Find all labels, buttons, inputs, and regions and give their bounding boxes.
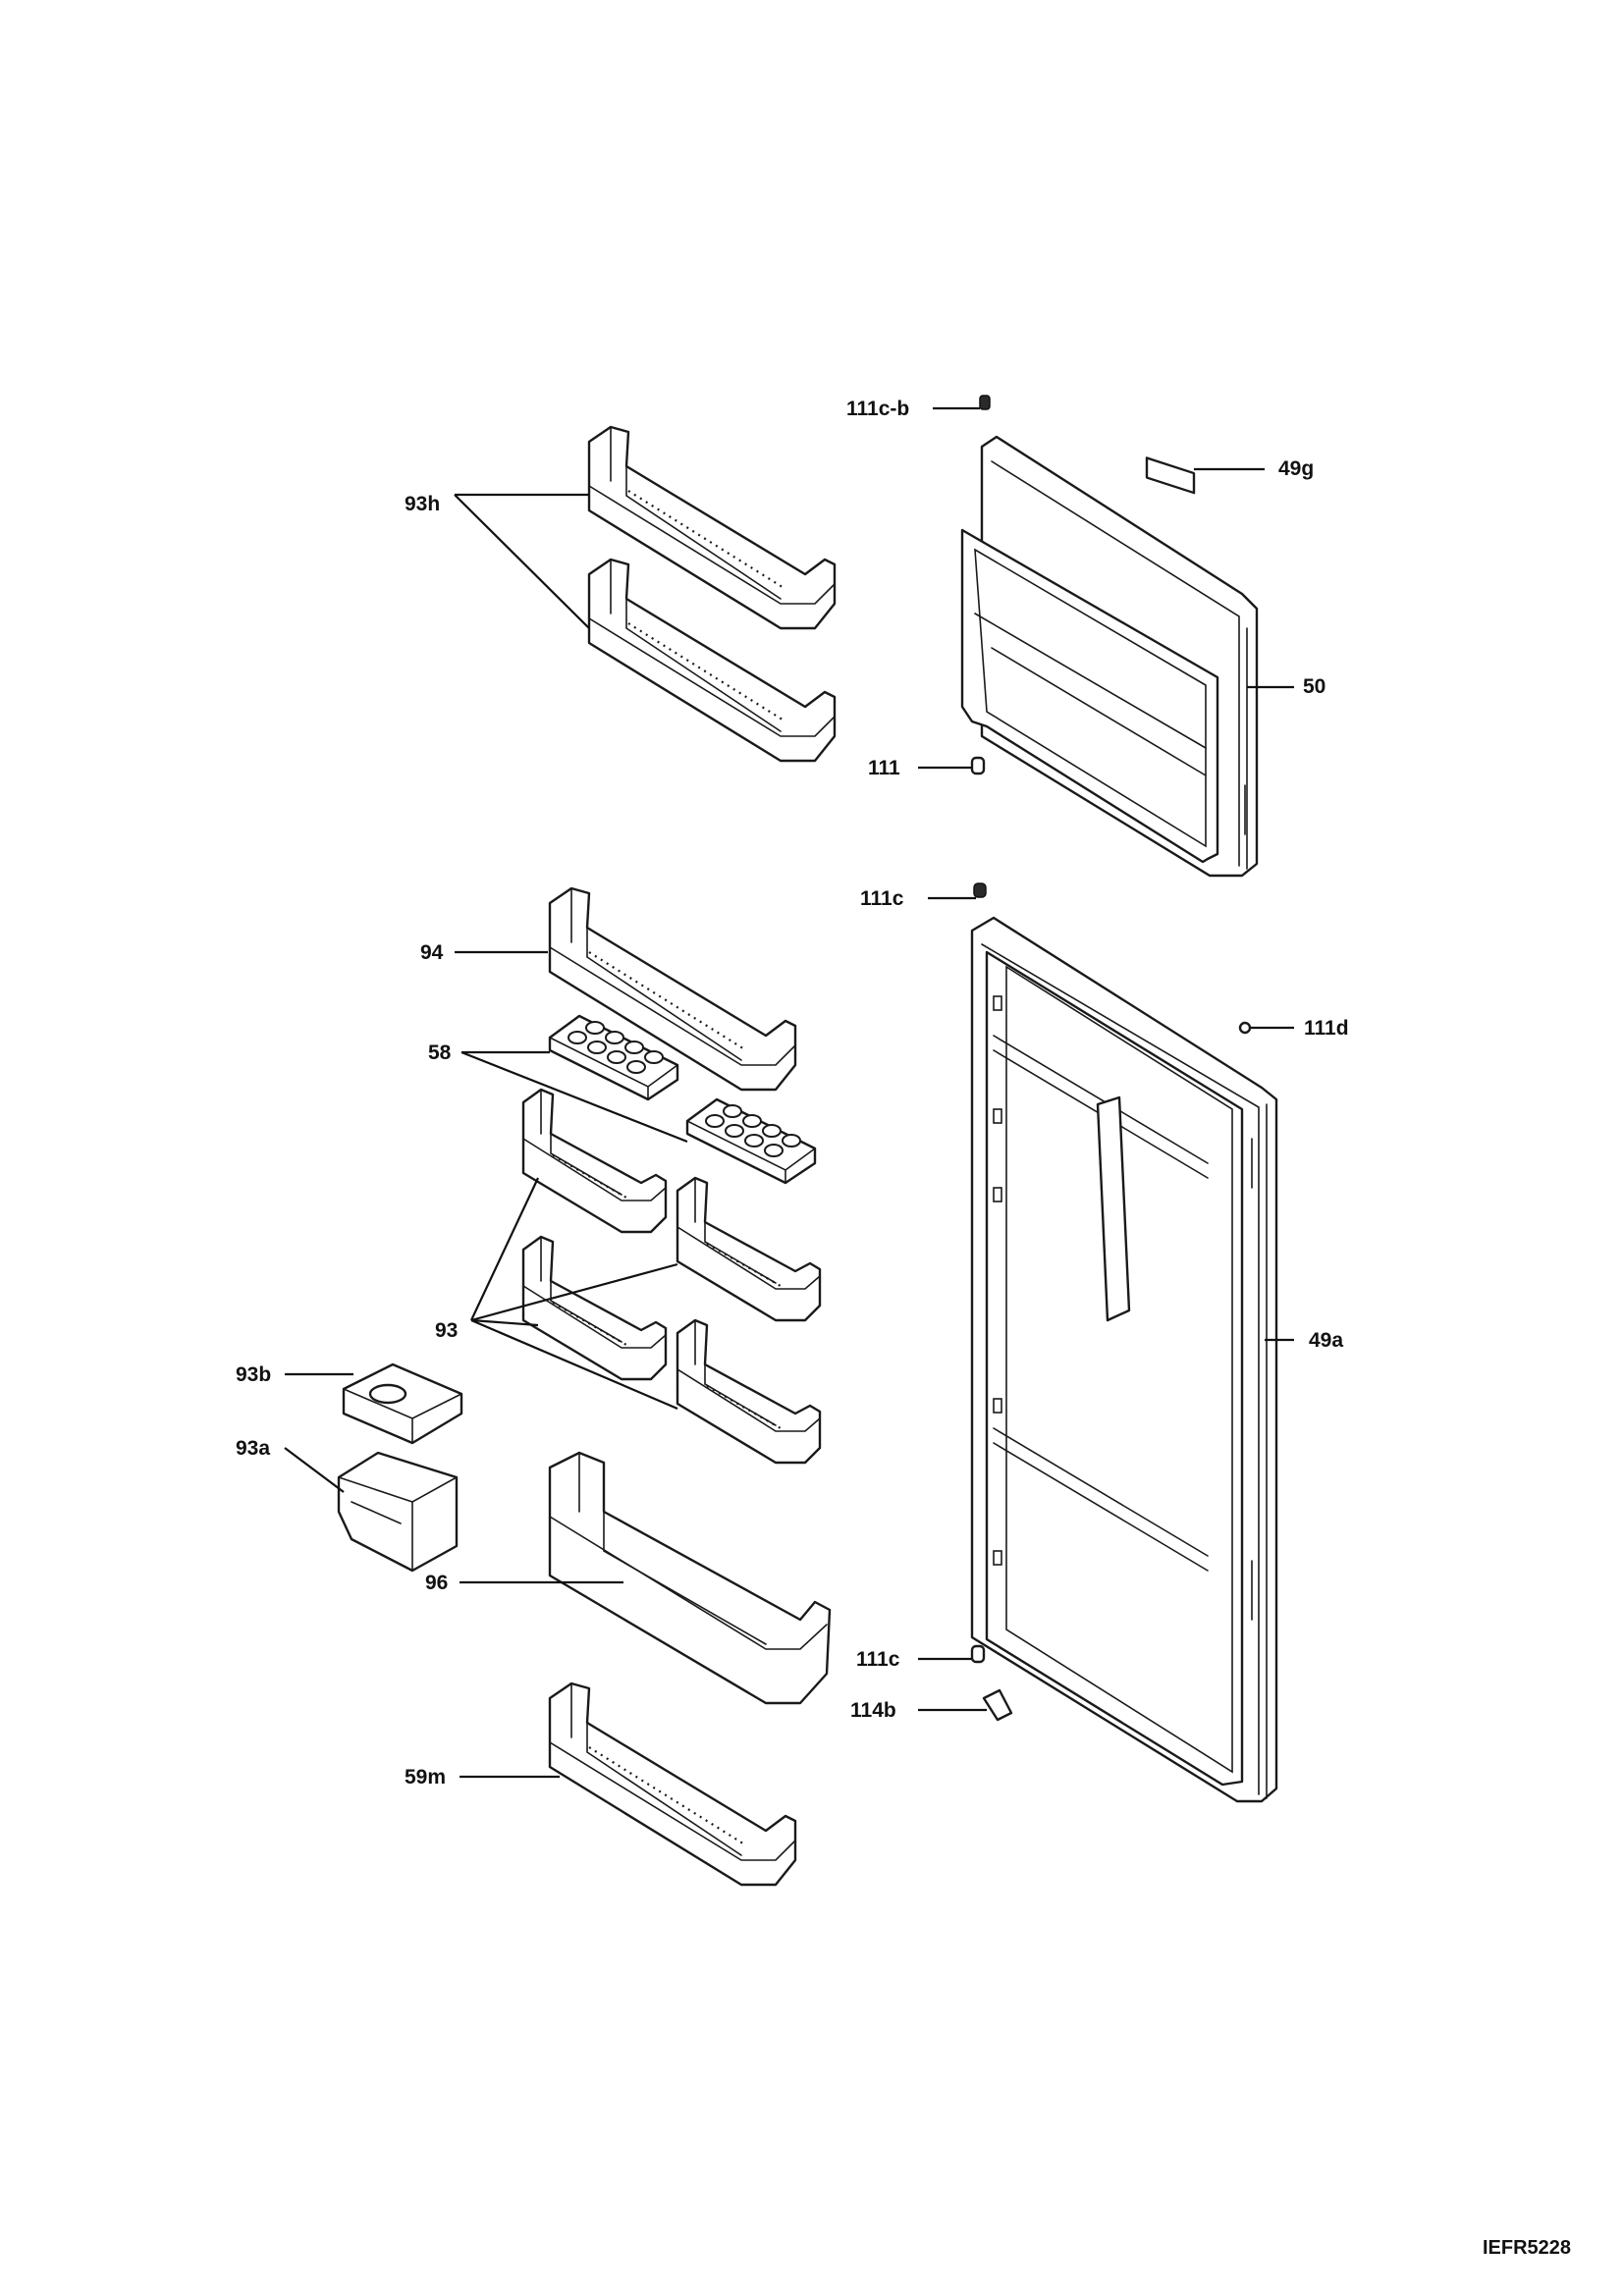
small-bin-93-2 — [676, 1176, 822, 1322]
label-plate-49g — [1145, 456, 1196, 495]
hinge-bushing-111 — [970, 756, 986, 775]
label-96: 96 — [425, 1572, 448, 1594]
part-labels: 111c-b 49g 93h 50 111 111c 94 111d 58 93… — [236, 398, 1349, 1789]
hinge-cap-111c-top — [973, 882, 987, 898]
label-114b: 114b — [850, 1699, 896, 1722]
bottle-shelf-59m — [548, 1682, 797, 1887]
label-94: 94 — [420, 941, 444, 964]
label-111c-bottom: 111c — [856, 1648, 900, 1671]
hinge-bushing-111c-bottom — [970, 1644, 986, 1664]
hinge-pin-114b — [982, 1688, 1013, 1722]
label-111c-b: 111c-b — [846, 398, 909, 420]
butter-cover-93b — [342, 1362, 463, 1445]
refrigerator-door — [970, 916, 1278, 1803]
label-59m: 59m — [405, 1766, 446, 1789]
small-bin-93-1 — [521, 1088, 668, 1234]
bottle-shelf-96 — [548, 1451, 832, 1705]
leader-lines — [284, 406, 1294, 1779]
hinge-cap-111c-b — [979, 395, 991, 410]
label-93h: 93h — [405, 493, 440, 515]
butter-box-93a — [337, 1451, 459, 1573]
drawing-code: IEFR5228 — [1483, 2237, 1571, 2259]
small-bin-93-4 — [676, 1318, 822, 1465]
label-93b: 93b — [236, 1363, 271, 1386]
label-50: 50 — [1303, 675, 1325, 698]
egg-tray-58-right — [685, 1097, 817, 1185]
label-93a: 93a — [236, 1437, 270, 1460]
label-49g: 49g — [1278, 457, 1314, 480]
label-111: 111 — [868, 757, 900, 779]
label-58: 58 — [428, 1041, 452, 1064]
small-bin-93-3 — [521, 1235, 668, 1381]
label-93: 93 — [435, 1319, 458, 1342]
label-111c-top: 111c — [860, 887, 904, 910]
label-111d: 111d — [1304, 1017, 1349, 1040]
label-49a: 49a — [1309, 1329, 1343, 1352]
screw-111d — [1238, 1021, 1252, 1035]
freezer-door — [960, 435, 1259, 878]
